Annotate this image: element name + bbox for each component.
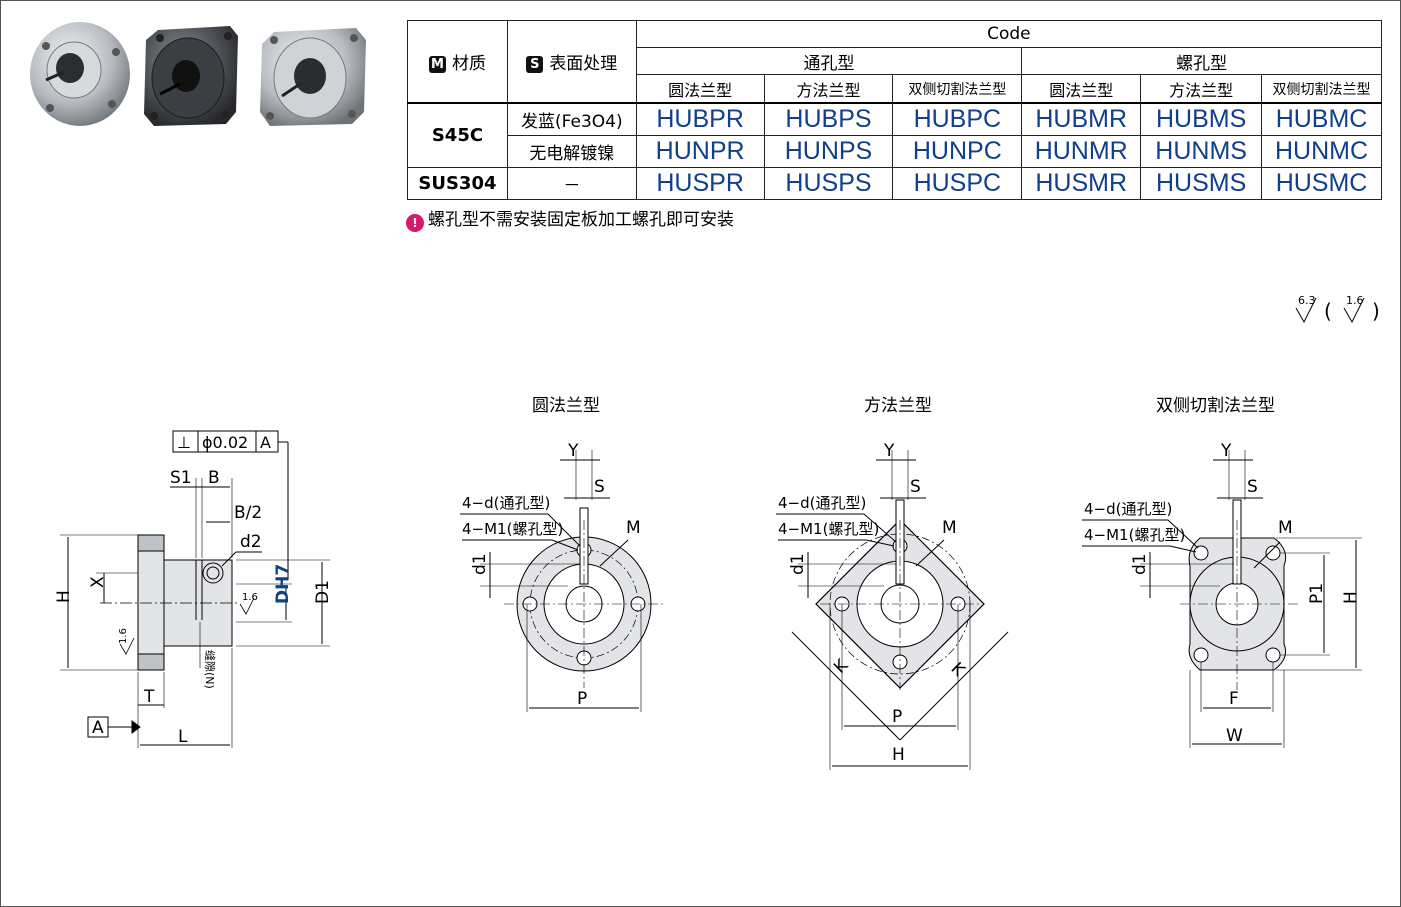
dim-d1: d1 [788,553,808,575]
dim-k: K [830,655,853,678]
part-code: HUBPR [635,102,765,136]
dim-p: P [577,689,587,709]
surface-header-cell: S 表面处理 [506,20,637,104]
tolerance-datum: A [260,433,271,452]
code-header: Code [635,20,1383,48]
dim-h: H [54,590,74,603]
code-table: M 材质 S 表面处理 Code 通孔型 螺孔型 圆法兰型 方法兰型 双侧切割法兰型… [407,20,1383,200]
dim-t: T [143,687,155,707]
square-flange-view [776,450,1009,770]
dim-h: H [892,745,905,765]
dim-d1: D1 [313,580,333,604]
type-header: 双侧切割法兰型 [892,74,1023,104]
part-code: HUNPC [892,135,1023,168]
surface-cell: 无电解镀镍 [506,135,637,168]
round-flange-photo [30,22,130,126]
dim-d1: d1 [470,553,490,575]
slit-label: 缝隙(N) [203,650,217,689]
dim-y: Y [567,441,579,461]
surface-header: 表面处理 [549,54,618,74]
material-cell: SUS304 [407,167,508,200]
part-code: HUSPS [763,167,894,200]
dim-d2: d2 [240,532,262,552]
roughness-symbol-icon [1343,297,1365,324]
dim-s: S [594,477,605,497]
hole-tap-label: 4−M1(螺孔型) [462,520,563,538]
material-badge: M [428,56,446,73]
round-flange-view [460,450,664,712]
dim-x: X [88,576,108,588]
datum-a: A [92,718,104,738]
roughness-main-value: 6.3 [1298,294,1316,307]
part-code: HUNMS [1140,135,1263,168]
svg-text:): ) [1372,299,1380,323]
part-code: HUBMS [1140,102,1263,136]
part-code: HUSMC [1261,167,1382,200]
roughness-symbol-icon [1295,297,1317,324]
table-row: S45C 发蓝(Fe3O4) HUBPR HUBPS HUBPC HUBMR H… [407,102,1382,168]
dim-l: L [178,727,188,747]
dim-s: S [910,477,921,497]
roughness-other-value: 1.6 [1346,294,1364,307]
cut-flange-title: 双侧切割法兰型 [1156,396,1275,416]
type-header: 圆法兰型 [635,74,765,104]
table-row: SUS304 － HUSPR HUSPS HUSPC HUSMR HUSMS H… [407,167,1382,200]
hole-thru-label: 4−d(通孔型) [462,494,550,512]
roughness-side-2: 1.6 [118,628,129,644]
part-code: HUBMR [1021,102,1142,136]
dim-m: M [942,518,957,538]
surface-roughness: 6.3 ( 1.6 ) [1295,294,1380,324]
hole-tap-label: 4−M1(螺孔型) [778,520,879,538]
side-view [60,430,330,748]
mounting-note-text: 螺孔型不需安装固定板加工螺孔即可安装 [428,210,734,230]
part-code: HUNMC [1261,135,1382,168]
hole-thru-label: 4−d(通孔型) [778,494,866,512]
mounting-note: !螺孔型不需安装固定板加工螺孔即可安装 [406,205,734,232]
surface-cell: 发蓝(Fe3O4) [506,102,637,136]
material-header-cell: M 材质 [407,20,508,104]
svg-text:(: ( [1324,299,1332,323]
hole-tap-label: 4−M1(螺孔型) [1084,526,1185,544]
surface-cell: － [506,167,637,200]
dim-p1: P1 [1307,583,1327,604]
info-pin-icon: ! [406,214,424,232]
dim-w: W [1226,726,1243,746]
group-thru-header: 通孔型 [635,47,1023,75]
perpendicularity-symbol: ⊥ [177,433,191,452]
dim-s: S [1247,477,1258,497]
round-flange-title: 圆法兰型 [532,396,600,416]
cut-flange-view [1082,450,1362,748]
dim-y: Y [1220,441,1232,461]
dim-b: B [208,468,220,488]
roughness-side-1: 1.6 [242,592,258,603]
product-photos [30,22,366,126]
type-header: 方法兰型 [763,74,894,104]
part-code: HUNPS [763,135,894,168]
dim-f: F [1229,689,1239,709]
group-tap-header: 螺孔型 [1021,47,1382,75]
dim-m: M [1278,518,1293,538]
part-code: HUSMR [1021,167,1142,200]
material-header: 材质 [451,54,486,74]
square-flange-title: 方法兰型 [864,396,932,416]
hole-thru-label: 4−d(通孔型) [1084,500,1172,518]
square-flange-photo [144,26,238,126]
dim-dh7: DH7 [273,564,293,604]
tolerance-value: ϕ0.02 [202,433,248,452]
part-code: HUBMC [1261,102,1382,136]
dim-d1: d1 [1130,553,1150,575]
material-cell: S45C [407,102,508,168]
dim-b-half: B/2 [234,503,262,523]
surface-badge: S [526,56,544,73]
cut-flange-photo [260,28,366,126]
part-code: HUSPR [635,167,765,200]
dim-m: M [626,518,641,538]
dim-p: P [892,707,902,727]
dim-s1: S1 [170,468,192,488]
part-code: HUBPS [763,102,894,136]
dim-h: H [1341,591,1361,604]
dim-y: Y [883,441,895,461]
part-code: HUSMS [1140,167,1263,200]
